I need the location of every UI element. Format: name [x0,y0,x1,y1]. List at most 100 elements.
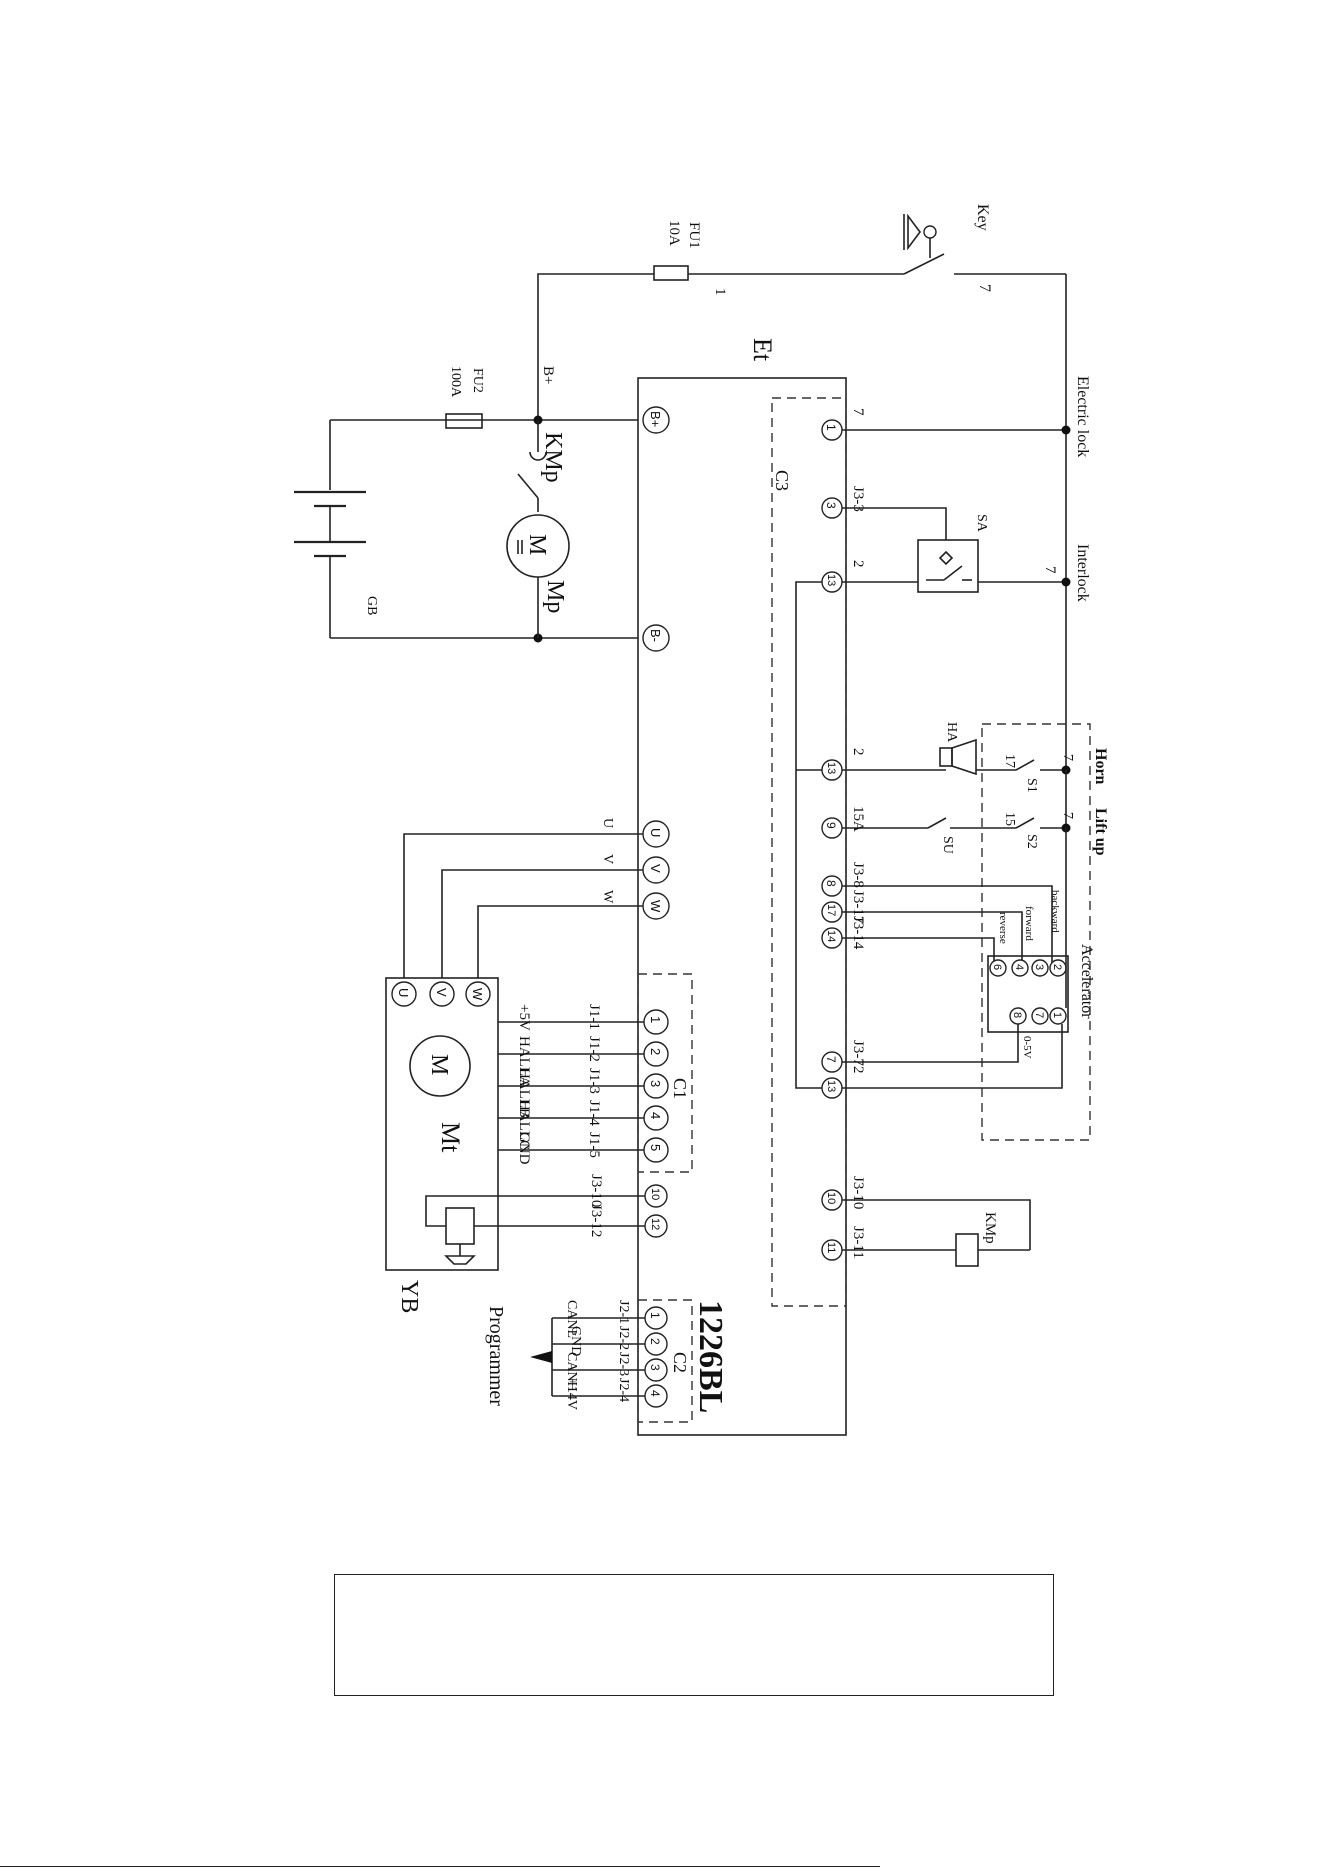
phase-wire-u: U [600,818,615,828]
fuse1-rating: 10A [666,220,682,246]
svg-text:3: 3 [648,1364,662,1371]
brake-pin-10: 10 J3-10 [425,1174,668,1227]
pin-bminus [642,624,670,652]
svg-text:10: 10 [825,1192,837,1204]
accel-forward: forward [1023,906,1035,941]
accel-range: 0-5V [1021,1036,1033,1059]
c2-pin-1: 1 CANL J2-1 [552,1300,668,1338]
svg-text:V: V [434,988,449,997]
svg-text:J3-12: J3-12 [588,1204,604,1237]
svg-text:9: 9 [824,822,838,829]
c3-pin-1: 1 7 [821,408,1066,441]
c3-pin-13c: 13 2 [821,1024,1063,1099]
accelerator-label: Accelerator [1078,944,1095,1019]
controller-ref: Et [748,338,777,362]
connector-c2-label: C2 [670,1352,690,1373]
svg-text:11: 11 [825,1242,837,1253]
svg-text:13: 13 [825,762,837,774]
horn-ref: HA [944,722,959,743]
battery-gb [294,420,366,638]
c3-pin-17: 17 J3-17 [821,890,1023,966]
traction-motor-box [385,977,499,1271]
svg-text:17: 17 [825,904,837,916]
svg-text:1: 1 [648,1016,663,1023]
traction-motor-symbol-circle [409,1035,471,1097]
c3-pin-10: 10 J3-10 [821,1176,1031,1250]
pump-motor-ref: Mp [542,580,568,613]
node-electric-lock [1061,425,1071,435]
phase-wire-v: V [600,854,615,864]
svg-text:J1-3: J1-3 [586,1068,602,1094]
c1-pin-1: 1 +5V J1-1 [498,1004,669,1035]
c3-wire-17: J3-17 [850,890,866,924]
switch-panel-outline [981,723,1091,1141]
controller-model: 1226BL [692,1300,729,1413]
svg-text:U: U [648,828,663,837]
svg-text:7: 7 [1033,1012,1045,1018]
svg-text:CANH: CANH [564,1352,579,1392]
c3-wire-14: J3-14 [850,916,866,950]
svg-text:+5V: +5V [516,1004,532,1031]
svg-text:13: 13 [825,1080,837,1092]
seat-switch-symbol [926,550,972,581]
phase-pin-u: U U [403,818,670,978]
svg-text:2: 2 [648,1048,663,1055]
svg-text:1: 1 [824,424,838,431]
s1-label: S1 [1024,778,1039,793]
pin-bplus-label: B+ [648,411,663,427]
svg-text:J1-1: J1-1 [586,1004,602,1030]
seat-switch-sa [917,539,979,593]
svg-text:+14V: +14V [564,1378,579,1410]
svg-text:12: 12 [649,1218,661,1230]
node-interlock [1061,577,1071,587]
svg-text:W: W [648,900,663,913]
svg-text:4: 4 [1013,964,1025,970]
accelerator-block [987,955,1069,1033]
svg-text:W: W [470,988,485,1001]
svg-text:5: 5 [648,1144,663,1151]
svg-text:J1-4: J1-4 [586,1100,602,1126]
svg-text:J2-3: J2-3 [616,1352,631,1376]
svg-text:V: V [648,864,663,873]
electric-lock-label: Electric lock [1074,376,1091,457]
phase-pin-v: V V [441,854,670,978]
pin-bplus [642,406,670,434]
svg-text:2: 2 [1051,964,1063,970]
switch-s1 [1015,759,1066,771]
kmp-coil [955,1233,979,1267]
key-switch [903,213,1066,275]
svg-text:HALLC: HALLC [516,1100,532,1150]
c1-pin-2: 2 HALLA J1-2 [498,1036,669,1087]
caption-box [334,1574,1054,1696]
wire-13-bus [795,581,822,1089]
c3-wire-11: J3-11 [850,1226,866,1259]
c3-wire-7: J3-7 [850,1040,866,1066]
svg-text:7: 7 [824,1056,838,1063]
pin-bminus-label: B- [648,629,663,642]
svg-text:8: 8 [824,880,838,887]
pump-contactor-label: KMp [540,432,566,483]
svg-text:J1-5: J1-5 [586,1132,602,1158]
s1-wire-right: 7 [1060,754,1075,761]
battery-label: GB [364,596,379,615]
seat-switch-label: SA [974,514,989,533]
c3-pin-14: 14 J3-14 [821,916,995,966]
s1-wire-left: 17 [1002,754,1017,768]
kmp-coil-label: KMp [982,1212,998,1244]
interlock-wire: 7 [1042,566,1058,574]
c3-wire-1: 7 [850,408,866,416]
svg-text:J2-4: J2-4 [616,1378,631,1402]
connector-c2-outline [637,1299,693,1423]
accel-reverse: reverse [997,912,1009,944]
c3-pin-7: 7 J3-7 [821,1024,1019,1073]
connector-c1-label: C1 [670,1078,690,1099]
accel-backward: backward [1049,890,1061,933]
fuse2-rating: 100A [448,366,463,398]
pump-contactor-contact [517,420,547,512]
c3-pin-11: 11 J3-11 [821,1226,956,1261]
key-label: Key [974,204,991,231]
c1-pin-3: 3 HALLB J1-3 [498,1068,669,1118]
c3-pin-9: 9 15A [821,806,1016,839]
brake-coil-yb [444,1207,476,1265]
svg-text:8: 8 [1011,1012,1023,1018]
